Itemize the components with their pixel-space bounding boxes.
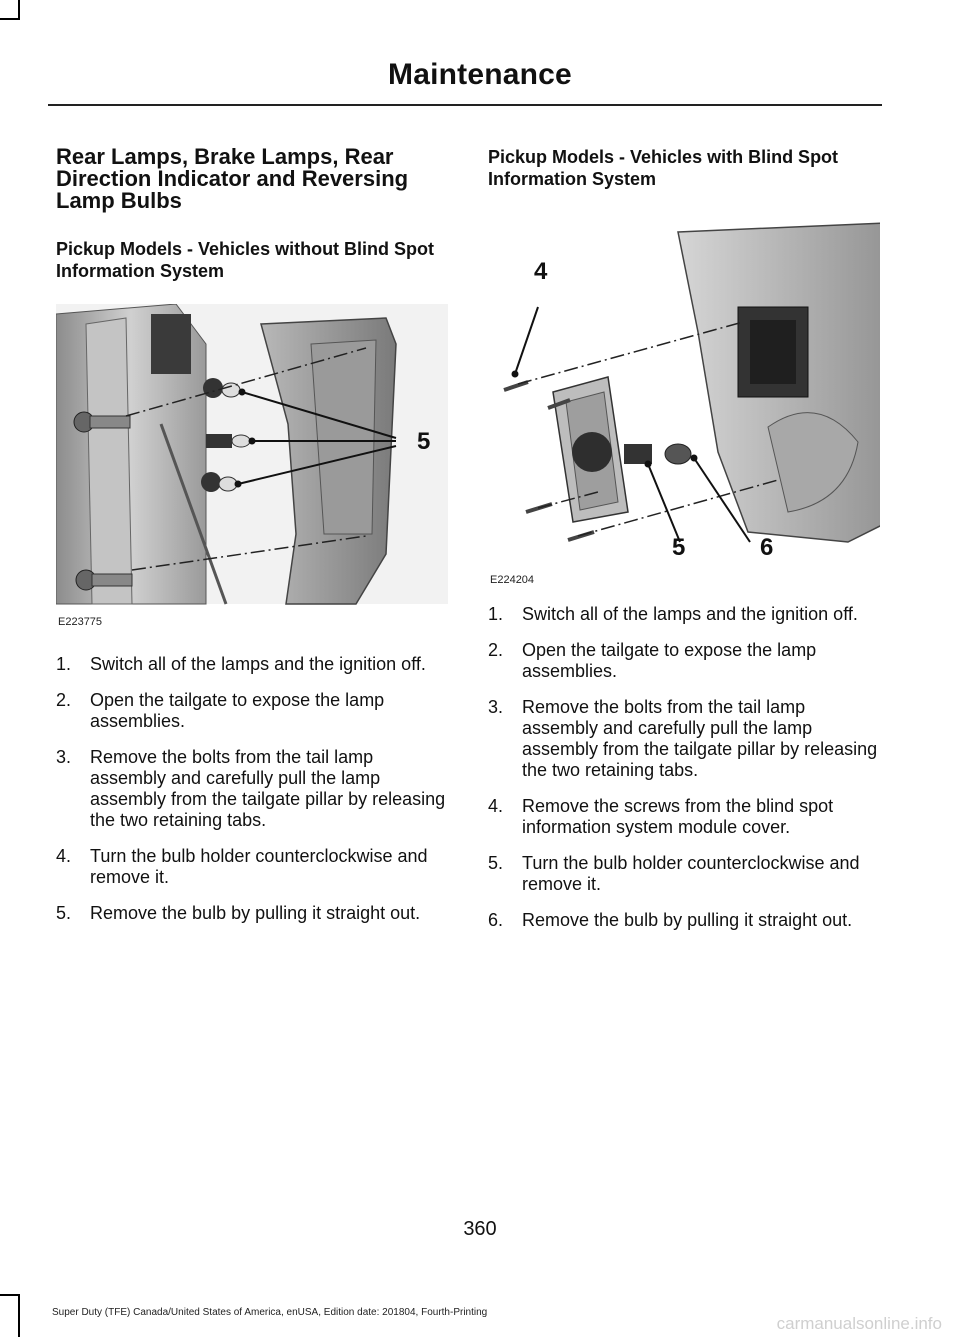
- list-item: 3.Remove the bolts from the tail lamp as…: [488, 697, 878, 780]
- sub-heading-without-blis: Pickup Models - Vehicles without Blind S…: [56, 239, 435, 281]
- watermark: carmanualsonline.info: [776, 1314, 942, 1333]
- list-item: 1.Switch all of the lamps and the igniti…: [56, 654, 426, 674]
- figure-tail-lamp-with-blis: 4 5 6 E224204: [488, 212, 880, 586]
- list-item: 4.Turn the bulb holder counterclockwise …: [56, 846, 428, 887]
- section-heading: Rear Lamps, Brake Lamps, Rear Direction …: [56, 144, 409, 213]
- list-item: 1.Switch all of the lamps and the igniti…: [488, 604, 858, 624]
- footer-edition-text: Super Duty (TFE) Canada/United States of…: [52, 1307, 488, 1318]
- steps-list: 1.Switch all of the lamps and the igniti…: [56, 654, 448, 924]
- crop-mark: [18, 1294, 20, 1337]
- callout-4: 4: [534, 258, 548, 285]
- page-header-title: Maintenance: [388, 58, 572, 91]
- crop-mark: [18, 0, 20, 20]
- right-column: Pickup Models - Vehicles with Blind Spot…: [488, 146, 880, 946]
- list-item: 6.Remove the bulb by pulling it straight…: [488, 910, 853, 930]
- figure-tail-lamp-without-blis: 5 E223775: [56, 304, 448, 628]
- header-rule: [48, 104, 882, 106]
- tail-lamp-blis-illustration: [503, 222, 880, 543]
- list-item: 5.Turn the bulb holder counterclockwise …: [488, 853, 860, 894]
- figure-code: E224204: [490, 574, 535, 586]
- list-item: 2.Open the tailgate to expose the lamp a…: [488, 640, 817, 681]
- list-item: 3.Remove the bolts from the tail lamp as…: [56, 747, 446, 830]
- figure-code: E223775: [58, 616, 103, 628]
- tail-lamp-illustration: [56, 304, 448, 605]
- sub-heading-with-blis: Pickup Models - Vehicles with Blind Spot…: [488, 147, 839, 189]
- list-item: 4.Remove the screws from the blind spot …: [488, 796, 834, 837]
- crop-mark: [0, 18, 20, 20]
- list-item: 5.Remove the bulb by pulling it straight…: [56, 903, 421, 923]
- callout-5: 5: [417, 428, 431, 455]
- crop-mark: [0, 1294, 20, 1296]
- page-number: 360: [463, 1218, 497, 1240]
- left-column: Rear Lamps, Brake Lamps, Rear Direction …: [56, 146, 448, 939]
- steps-list: 1.Switch all of the lamps and the igniti…: [488, 604, 880, 931]
- callout-5: 5: [672, 534, 686, 561]
- list-item: 2.Open the tailgate to expose the lamp a…: [56, 690, 385, 731]
- callout-6: 6: [760, 534, 774, 561]
